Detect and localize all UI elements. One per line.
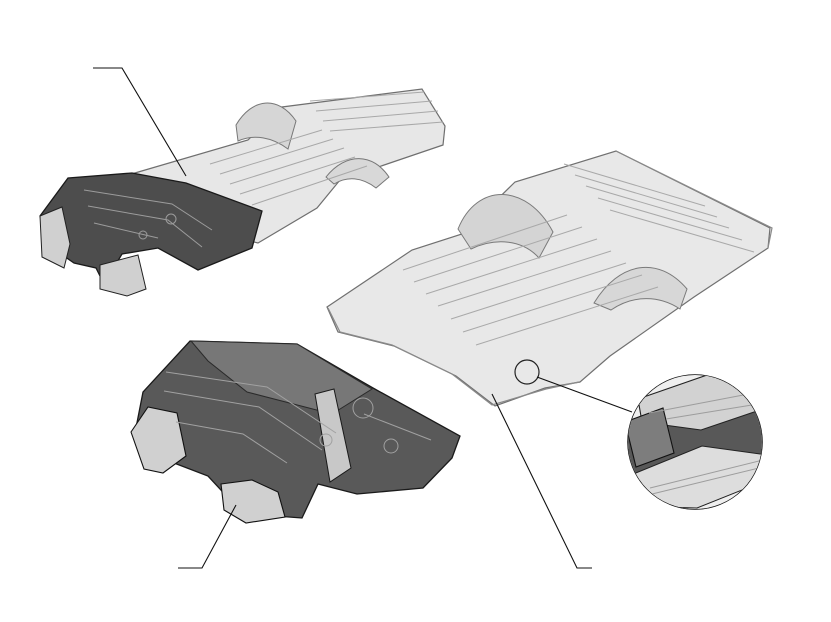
- front-floor-details: [163, 371, 432, 464]
- rib: [209, 129, 323, 165]
- detail-line: [87, 205, 203, 248]
- rib: [450, 262, 627, 320]
- rib: [413, 226, 583, 283]
- detail-rail-lower: [628, 445, 762, 509]
- detail-line: [647, 465, 762, 496]
- rear-floor-rear-lip: [615, 150, 773, 249]
- detail-rail-lines: [647, 391, 762, 496]
- callout-line-rear-floor: [491, 393, 592, 569]
- detail-magnifier: [536, 374, 763, 510]
- rib: [437, 250, 612, 307]
- detail-hole: [138, 230, 148, 240]
- rib: [462, 274, 643, 333]
- rib: [229, 147, 345, 185]
- assembled-firewall-right-bracket: [99, 254, 147, 297]
- detail-source-circle: [514, 359, 540, 385]
- assembled-firewall-details: [83, 189, 213, 248]
- front-floor-firewall-subassembly: [130, 340, 461, 524]
- detail-line: [649, 458, 762, 489]
- rib: [597, 197, 743, 241]
- rear-floor-top-surface: [326, 150, 771, 407]
- rib: [322, 110, 439, 122]
- rib: [402, 214, 568, 271]
- rib: [309, 91, 425, 102]
- assembled-underbody-floor: [39, 88, 446, 297]
- rear-floor-ribs: [402, 163, 755, 346]
- detail-line: [648, 391, 760, 414]
- callout-line-front-floor: [178, 504, 237, 569]
- rib: [239, 156, 356, 195]
- rib: [563, 163, 706, 207]
- front-floor-pillar: [314, 388, 352, 483]
- detail-leader-line: [536, 376, 633, 413]
- front-floor-left-bracket: [130, 406, 187, 474]
- assembled-floor-left-wheel-arch: [235, 102, 297, 150]
- rear-floor-front-lip: [327, 307, 580, 406]
- rib: [585, 185, 730, 229]
- rear-floor-left-wheel-arch: [457, 194, 554, 259]
- detail-line: [165, 371, 337, 434]
- rib: [425, 238, 598, 295]
- detail-line: [175, 421, 288, 464]
- rib: [475, 286, 659, 346]
- callout-lines: [93, 67, 592, 569]
- rear-floor-platform: [326, 150, 773, 407]
- detail-hole: [319, 433, 333, 447]
- detail-hole: [352, 397, 374, 419]
- rib: [574, 174, 718, 218]
- rib: [251, 165, 368, 206]
- callout-line-assembled-underbody: [93, 67, 187, 177]
- assembled-firewall-left-bracket: [39, 206, 71, 269]
- front-floor-right-bracket: [220, 479, 286, 524]
- assembled-floor-right-wheel-arch: [325, 158, 390, 189]
- rib: [609, 209, 755, 253]
- detail-hole: [383, 438, 399, 454]
- detail-hole: [165, 213, 177, 225]
- rib: [315, 100, 433, 112]
- rear-floor-right-wheel-arch: [593, 266, 688, 311]
- detail-line: [665, 403, 759, 420]
- detail-line: [163, 390, 323, 451]
- rib: [219, 138, 334, 175]
- detail-line: [83, 189, 213, 231]
- rib: [329, 121, 444, 132]
- assembled-floor-ribs: [209, 91, 444, 206]
- detail-line: [363, 413, 432, 441]
